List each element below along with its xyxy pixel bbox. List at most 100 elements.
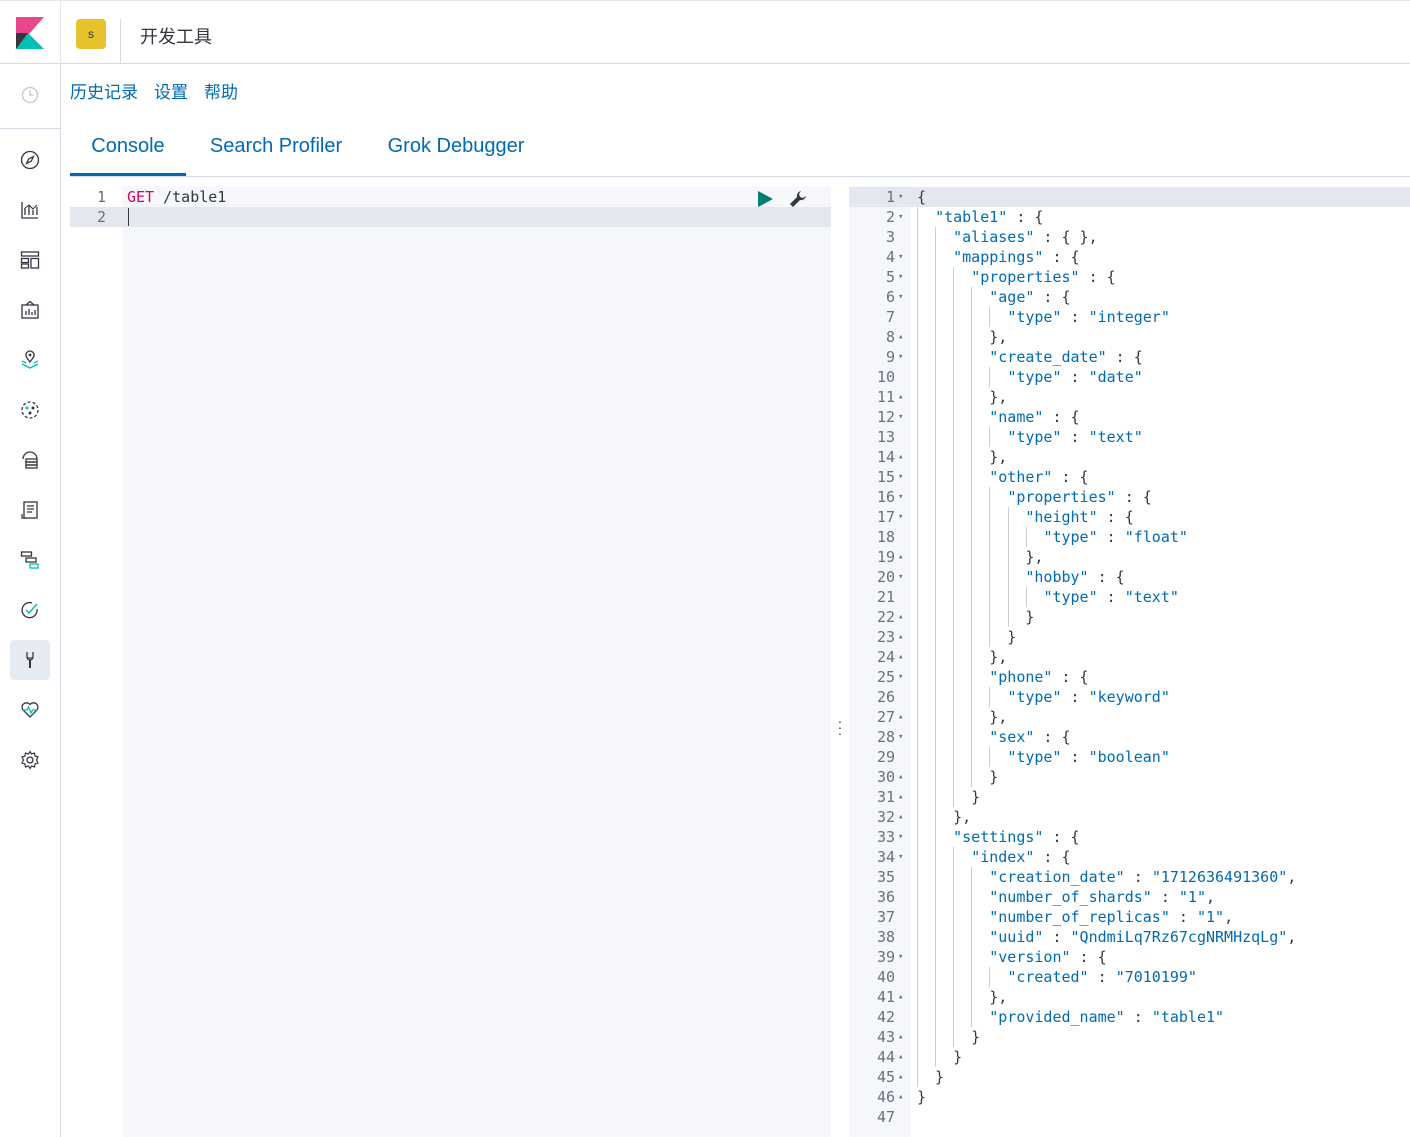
response-line-text: "hobby" : { xyxy=(1025,568,1125,586)
request-content[interactable] xyxy=(122,186,831,1137)
line-number: 45 xyxy=(876,1068,895,1086)
fold-expand-icon[interactable]: ▴ xyxy=(898,612,904,622)
nav-dev-tools[interactable] xyxy=(10,640,50,680)
fold-collapse-icon[interactable]: ▾ xyxy=(898,512,904,522)
nav-maps[interactable] xyxy=(10,340,50,380)
drag-handle-icon[interactable]: ··· xyxy=(837,713,843,741)
response-line-text: "settings" : { xyxy=(953,828,1080,846)
line-number: 14 xyxy=(876,448,895,466)
run-request-button[interactable] xyxy=(756,190,774,208)
fold-collapse-icon[interactable]: ▾ xyxy=(898,192,904,202)
tab-search-profiler[interactable]: Search Profiler xyxy=(209,135,343,157)
fold-expand-icon[interactable]: ▴ xyxy=(898,332,904,342)
response-line-text: "type" : "keyword" xyxy=(1007,688,1170,706)
nav-logs[interactable] xyxy=(10,490,50,530)
line-number: 11 xyxy=(876,388,895,406)
line-number: 42 xyxy=(876,1008,895,1026)
nav-uptime[interactable] xyxy=(10,590,50,630)
response-line-text: }, xyxy=(917,648,1008,666)
line-number: 38 xyxy=(876,928,895,946)
request-editor[interactable]: 1 GET /table1 2 xyxy=(70,186,831,1137)
fold-collapse-icon[interactable]: ▾ xyxy=(898,472,904,482)
response-line-text: "phone" : { xyxy=(989,668,1089,686)
response-line-text: "name" : { xyxy=(989,408,1080,426)
fold-expand-icon[interactable]: ▴ xyxy=(898,392,904,402)
nav-management[interactable] xyxy=(10,740,50,780)
tab-console[interactable]: Console xyxy=(70,126,186,176)
nav-monitoring[interactable] xyxy=(10,690,50,730)
fold-expand-icon[interactable]: ▴ xyxy=(898,812,904,822)
fold-collapse-icon[interactable]: ▾ xyxy=(898,352,904,362)
fold-expand-icon[interactable]: ▴ xyxy=(898,652,904,662)
recently-viewed[interactable] xyxy=(0,64,60,129)
indent-guide xyxy=(989,307,991,327)
fold-expand-icon[interactable]: ▴ xyxy=(898,792,904,802)
response-line-text: "created" : "7010199" xyxy=(1007,968,1197,986)
fold-collapse-icon[interactable]: ▾ xyxy=(898,412,904,422)
nav-discover[interactable] xyxy=(10,140,50,180)
line-number: 4 xyxy=(885,248,895,266)
fold-collapse-icon[interactable]: ▾ xyxy=(898,952,904,962)
response-line-text: } xyxy=(917,608,1035,626)
fold-collapse-icon[interactable]: ▾ xyxy=(898,292,904,302)
line-number: 24 xyxy=(876,648,895,666)
fold-collapse-icon[interactable]: ▾ xyxy=(898,492,904,502)
fold-collapse-icon[interactable]: ▾ xyxy=(898,252,904,262)
fold-expand-icon[interactable]: ▴ xyxy=(898,1052,904,1062)
ml-icon xyxy=(21,401,39,419)
fold-expand-icon[interactable]: ▴ xyxy=(898,992,904,1002)
line-number: 1 xyxy=(885,188,895,206)
active-line-highlight xyxy=(70,207,831,227)
panel-resizer[interactable] xyxy=(832,186,848,1137)
fold-expand-icon[interactable]: ▴ xyxy=(898,452,904,462)
tab-grok-debugger[interactable]: Grok Debugger xyxy=(387,135,525,157)
nav-machine-learning[interactable] xyxy=(10,390,50,430)
space-avatar[interactable]: s xyxy=(76,19,106,49)
fold-collapse-icon[interactable]: ▾ xyxy=(898,852,904,862)
canvas-icon xyxy=(21,300,39,319)
compass-icon xyxy=(20,150,40,170)
response-line-text: "type" : "float" xyxy=(1043,528,1188,546)
fold-expand-icon[interactable]: ▴ xyxy=(898,712,904,722)
fold-expand-icon[interactable]: ▴ xyxy=(898,1032,904,1042)
line-number: 20 xyxy=(876,568,895,586)
line-number: 43 xyxy=(876,1028,895,1046)
nav-visualize[interactable] xyxy=(10,190,50,230)
nav-infrastructure[interactable] xyxy=(10,440,50,480)
indent-guide xyxy=(971,867,973,1027)
line-number: 39 xyxy=(876,948,895,966)
fold-expand-icon[interactable]: ▴ xyxy=(898,552,904,562)
history-link[interactable]: 历史记录 xyxy=(70,83,138,102)
tabs-divider xyxy=(70,176,1410,177)
line-number: 36 xyxy=(876,888,895,906)
nav-canvas[interactable] xyxy=(10,290,50,330)
settings-link[interactable]: 设置 xyxy=(154,83,188,102)
line-number: 10 xyxy=(876,368,895,386)
line-number: 7 xyxy=(885,308,895,326)
breadcrumb: 开发工具 xyxy=(140,27,212,47)
kibana-logo[interactable] xyxy=(16,17,44,49)
indent-guide xyxy=(1025,587,1027,607)
fold-expand-icon[interactable]: ▴ xyxy=(898,1092,904,1102)
gear-icon xyxy=(21,750,39,770)
response-editor[interactable]: 1▾{2▾ "table1" : {3 "aliases" : { },4▾ "… xyxy=(849,186,1410,1137)
indent-guide xyxy=(989,427,991,447)
fold-collapse-icon[interactable]: ▾ xyxy=(898,832,904,842)
fold-expand-icon[interactable]: ▴ xyxy=(898,632,904,642)
indent-guide xyxy=(1025,527,1027,547)
response-line-text: "creation_date" : "1712636491360", xyxy=(989,868,1297,886)
fold-collapse-icon[interactable]: ▾ xyxy=(898,572,904,582)
fold-expand-icon[interactable]: ▴ xyxy=(898,1072,904,1082)
line-number: 17 xyxy=(876,508,895,526)
devtools-top-menu: 历史记录设置帮助 xyxy=(70,78,254,103)
help-link[interactable]: 帮助 xyxy=(204,83,238,102)
request-actions-wrench-icon[interactable] xyxy=(788,189,808,209)
fold-collapse-icon[interactable]: ▾ xyxy=(898,212,904,222)
nav-apm[interactable] xyxy=(10,540,50,580)
fold-collapse-icon[interactable]: ▾ xyxy=(898,272,904,282)
fold-collapse-icon[interactable]: ▾ xyxy=(898,732,904,742)
nav-dashboard[interactable] xyxy=(10,240,50,280)
fold-collapse-icon[interactable]: ▾ xyxy=(898,672,904,682)
fold-expand-icon[interactable]: ▴ xyxy=(898,772,904,782)
request-method: GET xyxy=(127,188,155,206)
